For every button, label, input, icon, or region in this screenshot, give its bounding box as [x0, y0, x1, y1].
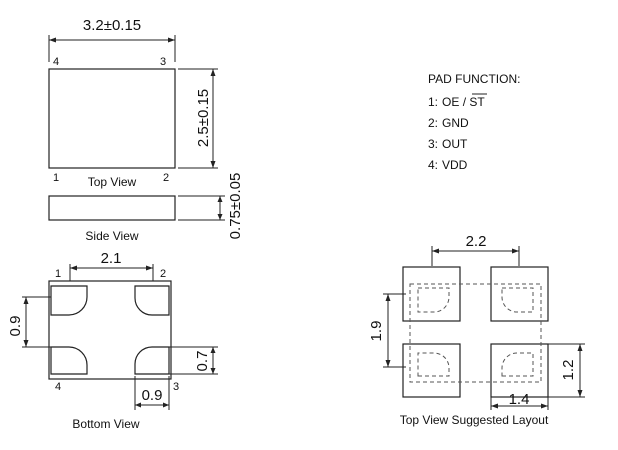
- bottom-view-caption: Bottom View: [72, 417, 139, 431]
- top-pin-1: 1: [53, 172, 59, 184]
- bottom-pitch-y-dim: 0.9: [7, 316, 24, 337]
- top-width-dim: 3.2±0.15: [83, 17, 141, 34]
- pad-function-item-2: 2:GND: [428, 116, 469, 130]
- layout-caption: Top View Suggested Layout: [400, 413, 549, 427]
- pad-function-item-3: 3:OUT: [428, 137, 468, 151]
- bottom-pad-width-dim: 0.9: [142, 387, 163, 404]
- st-overline-text: ST: [469, 95, 485, 109]
- bottom-pin-2: 2: [160, 268, 166, 280]
- suggested-layout: 2.2 1.9 1.2 1.4 Top View Su: [368, 233, 585, 427]
- top-view-caption: Top View: [88, 175, 137, 189]
- bottom-pin-4: 4: [55, 381, 61, 393]
- top-pin-2: 2: [163, 172, 169, 184]
- top-pin-4: 4: [53, 56, 59, 68]
- bottom-pad-4: [50, 346, 88, 375]
- bottom-pad-1: [50, 285, 88, 316]
- layout-pitch-x-dim: 2.2: [466, 233, 487, 250]
- layout-pitch-y-dim: 1.9: [368, 321, 385, 342]
- bottom-pad-height-dim: 0.7: [194, 351, 211, 372]
- layout-device-pad-1: [417, 287, 450, 313]
- layout-device-pad-4: [417, 352, 450, 377]
- side-view: Side View 0.75±0.05: [48, 173, 244, 243]
- pad-function-item-1: 1:OE / ST: [428, 95, 485, 109]
- pad-function: PAD FUNCTION: 1:OE / ST 2:GND 3:OUT 4:VD…: [428, 72, 520, 172]
- pad-function-item-4: 4:VDD: [428, 158, 468, 172]
- layout-pad-3: [490, 343, 549, 398]
- side-view-body: [48, 195, 176, 221]
- top-height-dim: 2.5±0.15: [195, 89, 212, 147]
- side-view-caption: Side View: [85, 229, 138, 243]
- bottom-view: 2.1 1 2 4 3 0.9 0.9 0.7 Bottom View: [7, 250, 218, 431]
- bottom-pitch-x-dim: 2.1: [101, 250, 122, 267]
- layout-package-outline: [409, 283, 542, 383]
- top-pin-3: 3: [160, 56, 166, 68]
- layout-pad-4: [402, 343, 461, 398]
- top-view-body: [48, 68, 176, 169]
- layout-device-pad-2: [501, 287, 534, 313]
- layout-pad-2: [490, 266, 549, 322]
- side-thickness-dim: 0.75±0.05: [227, 173, 244, 240]
- bottom-pin-3: 3: [173, 381, 179, 393]
- pad-function-title: PAD FUNCTION:: [428, 72, 520, 86]
- layout-pad-width-dim: 1.4: [509, 391, 530, 408]
- layout-device-pad-3: [501, 352, 534, 377]
- layout-pad-1: [402, 266, 461, 322]
- top-view: 3.2±0.15 4 3 1 2 Top View 2.5±0.15: [48, 17, 218, 189]
- layout-pad-height-dim: 1.2: [560, 360, 577, 381]
- bottom-pin-1: 1: [55, 268, 61, 280]
- bottom-pad-3: [134, 346, 170, 375]
- bottom-pad-2: [134, 285, 170, 316]
